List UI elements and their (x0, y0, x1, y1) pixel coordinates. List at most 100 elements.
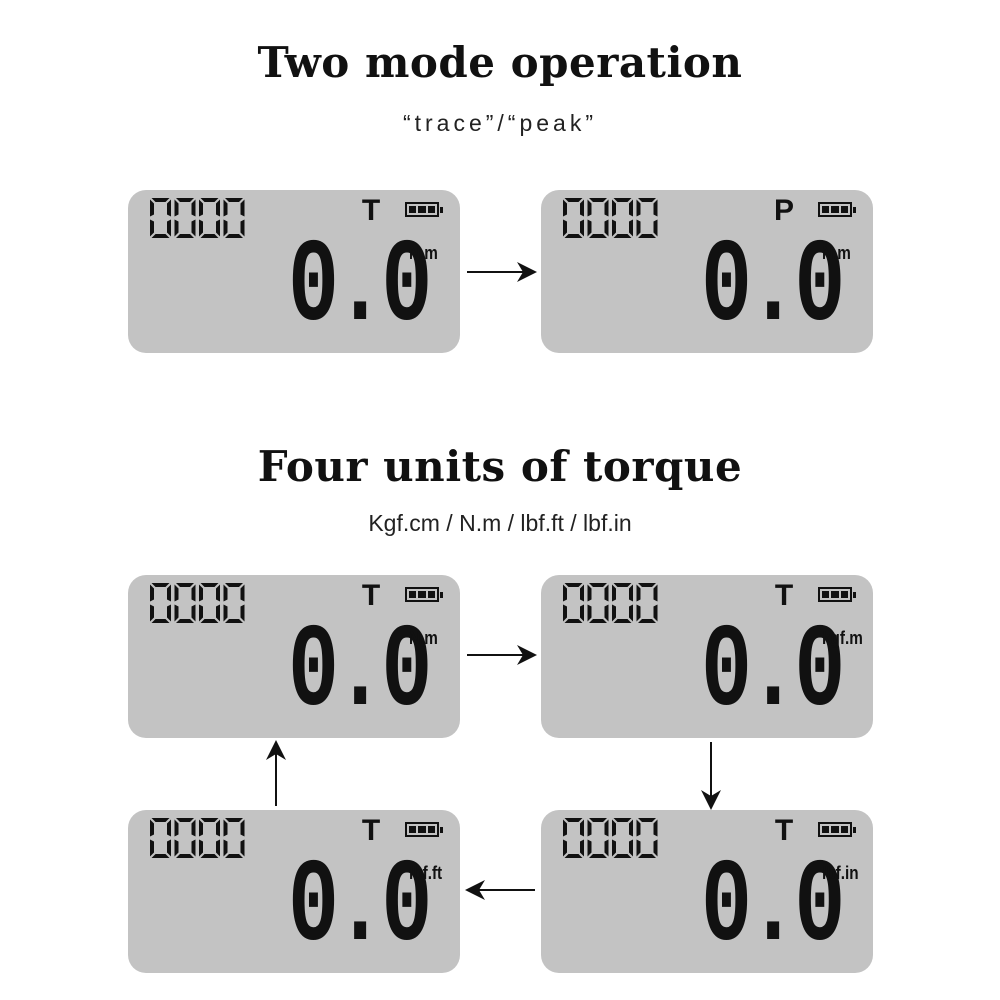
torque-readout: 0.0 (701, 842, 845, 975)
lcd-segment (653, 839, 658, 857)
counter-digit (174, 818, 196, 858)
lcd-segment (240, 584, 245, 602)
lcd-segment (563, 604, 567, 622)
lcd-segment (653, 584, 658, 602)
lcd-segment (216, 839, 220, 857)
lcd-segment (613, 198, 632, 202)
lcd-segment (653, 604, 658, 622)
counter-digit (174, 198, 196, 238)
lcd-segment (563, 584, 567, 602)
lcd-segment (174, 219, 179, 237)
lcd-segment (199, 604, 203, 622)
lcd-segment (225, 234, 243, 238)
lcd-display-trace: 00000.0TN.m (128, 190, 460, 353)
lcd-segment (176, 818, 194, 822)
torque-readout: 0.0 (288, 222, 432, 355)
lcd-segment (223, 199, 228, 217)
torque-readout: 0.0 (288, 607, 432, 740)
lcd-segment (613, 818, 632, 822)
counter-digit (636, 583, 658, 623)
mode-indicator: T (361, 194, 381, 227)
counter-digit (612, 583, 633, 623)
lcd-segments (563, 583, 658, 623)
mode-indicator: T (361, 579, 381, 612)
lcd-segment (613, 619, 632, 623)
counter-digit (199, 198, 220, 238)
lcd-segment (563, 839, 567, 857)
lcd-segment (564, 583, 583, 587)
lcd-segment (629, 839, 633, 857)
counter-digit (223, 818, 245, 858)
counter-digit (563, 583, 584, 623)
unit-label: kgf.m (822, 628, 863, 648)
unit-label: N.m (409, 243, 438, 263)
lcd-segment (223, 819, 228, 837)
lcd-segment (225, 854, 243, 858)
lcd-segment (589, 619, 607, 623)
unit-label: N.m (409, 628, 438, 648)
lcd-segment (240, 839, 245, 857)
mode-indicator: T (361, 814, 381, 847)
lcd-segment (225, 583, 243, 587)
lcd-segment (223, 584, 228, 602)
lcd-segment (629, 199, 633, 217)
lcd-segment (191, 604, 196, 622)
lcd-segment (564, 234, 583, 238)
lcd-segment (638, 619, 656, 623)
lcd-segment (167, 819, 171, 837)
lcd-segment (200, 198, 219, 202)
lcd-segment (200, 619, 219, 623)
lcd-segment (200, 818, 219, 822)
lcd-segment (629, 584, 633, 602)
counter-digit (587, 818, 609, 858)
lcd-segment (151, 818, 170, 822)
lcd-segment (587, 584, 592, 602)
lcd-segment (150, 819, 154, 837)
lcd-segment (151, 583, 170, 587)
mode-indicator: P (773, 194, 794, 227)
torque-readout: 0.0 (701, 607, 845, 740)
lcd-segment (613, 583, 632, 587)
lcd-segment (612, 839, 616, 857)
lcd-segment (653, 819, 658, 837)
lcd-segment (167, 219, 171, 237)
lcd-segments (150, 818, 245, 858)
lcd-segment (589, 854, 607, 858)
lcd-segment (580, 839, 584, 857)
lcd-segment (612, 219, 616, 237)
counter-digit (636, 198, 658, 238)
lcd-segment (200, 583, 219, 587)
lcd-segment (199, 839, 203, 857)
counter-digit (199, 583, 220, 623)
lcd-segment (223, 604, 228, 622)
lcd-segment (580, 604, 584, 622)
lcd-segment (225, 818, 243, 822)
lcd-segments (150, 583, 245, 623)
battery-icon (818, 822, 856, 837)
lcd-segment (638, 234, 656, 238)
lcd-segment (563, 219, 567, 237)
lcd-segment (563, 819, 567, 837)
counter-digit (150, 583, 171, 623)
lcd-segment (638, 854, 656, 858)
lcd-segment (636, 819, 641, 837)
lcd-segment (612, 604, 616, 622)
lcd-segment (653, 219, 658, 237)
lcd-segment (629, 819, 633, 837)
lcd-segment (225, 198, 243, 202)
counter-digit (612, 818, 633, 858)
lcd-segment (636, 219, 641, 237)
lcd-segment (216, 199, 220, 217)
lcd-segment (589, 583, 607, 587)
lcd-segment (151, 198, 170, 202)
battery-icon (818, 202, 856, 217)
lcd-segment (176, 198, 194, 202)
lcd-segment (638, 583, 656, 587)
lcd-segment (167, 584, 171, 602)
lcd-segment (176, 234, 194, 238)
unit-label: lbf.ft (409, 863, 443, 883)
lcd-segment (589, 234, 607, 238)
